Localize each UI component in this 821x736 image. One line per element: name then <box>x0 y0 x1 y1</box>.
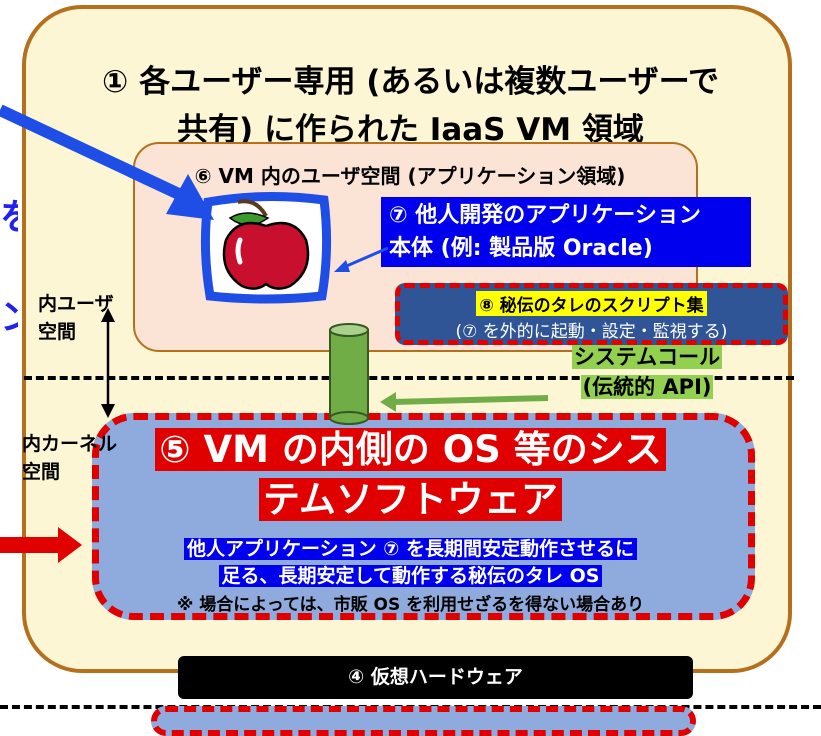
secret-scripts-title: ⑧ 秘伝のタレのスクリプト集 <box>476 291 707 316</box>
user-kernel-boundary <box>24 376 794 380</box>
secret-scripts-desc: (⑦ を外的に起動・設定・監視する) <box>455 322 728 342</box>
application-label: ⑦ 他人開発のアプリケーション 本体 (例: 製品版 Oracle) <box>381 197 751 267</box>
space-double-arrow <box>101 308 115 418</box>
left-fragment-2: ン <box>0 288 18 340</box>
os-note: ※ 場合によっては、市販 OS を利用せざるを得ない場合あり <box>176 595 645 615</box>
user-space-title: ⑥ VM 内のユーザ空間 (アプリケーション領域) <box>194 164 626 188</box>
system-call-cylinder-icon <box>329 323 369 425</box>
os-title: ⑤ VM の内側の OS 等のシス テムソフトウェア <box>0 425 821 525</box>
kernel-space-side-label: 内カーネル 空間 <box>22 433 118 483</box>
os-description-line2: 足る、長期安定して動作する秘伝のタレ OS <box>0 563 821 589</box>
pointer-arrow-icon <box>0 104 214 220</box>
user-space-side-label: 内ユーザ 空間 <box>38 293 114 343</box>
os-description-line1: 他人アプリケーション ⑦ を長期間安定動作させるに <box>0 536 821 562</box>
syscall-arrow <box>380 392 549 412</box>
left-fragment-1: を <box>0 188 18 240</box>
virtual-hardware-bar: ④ 仮想ハードウェア <box>178 656 693 699</box>
secret-scripts-box: ⑧ 秘伝のタレのスクリプト集 (⑦ を外的に起動・設定・監視する) <box>395 283 788 345</box>
apple-icon <box>200 191 332 304</box>
app-pointer-arrow <box>334 246 389 272</box>
system-call-label: システムコール (伝統的 API) <box>571 345 723 399</box>
lower-layer-box <box>151 706 696 736</box>
os-input-arrow <box>0 527 82 563</box>
arrows-layer <box>0 104 549 563</box>
